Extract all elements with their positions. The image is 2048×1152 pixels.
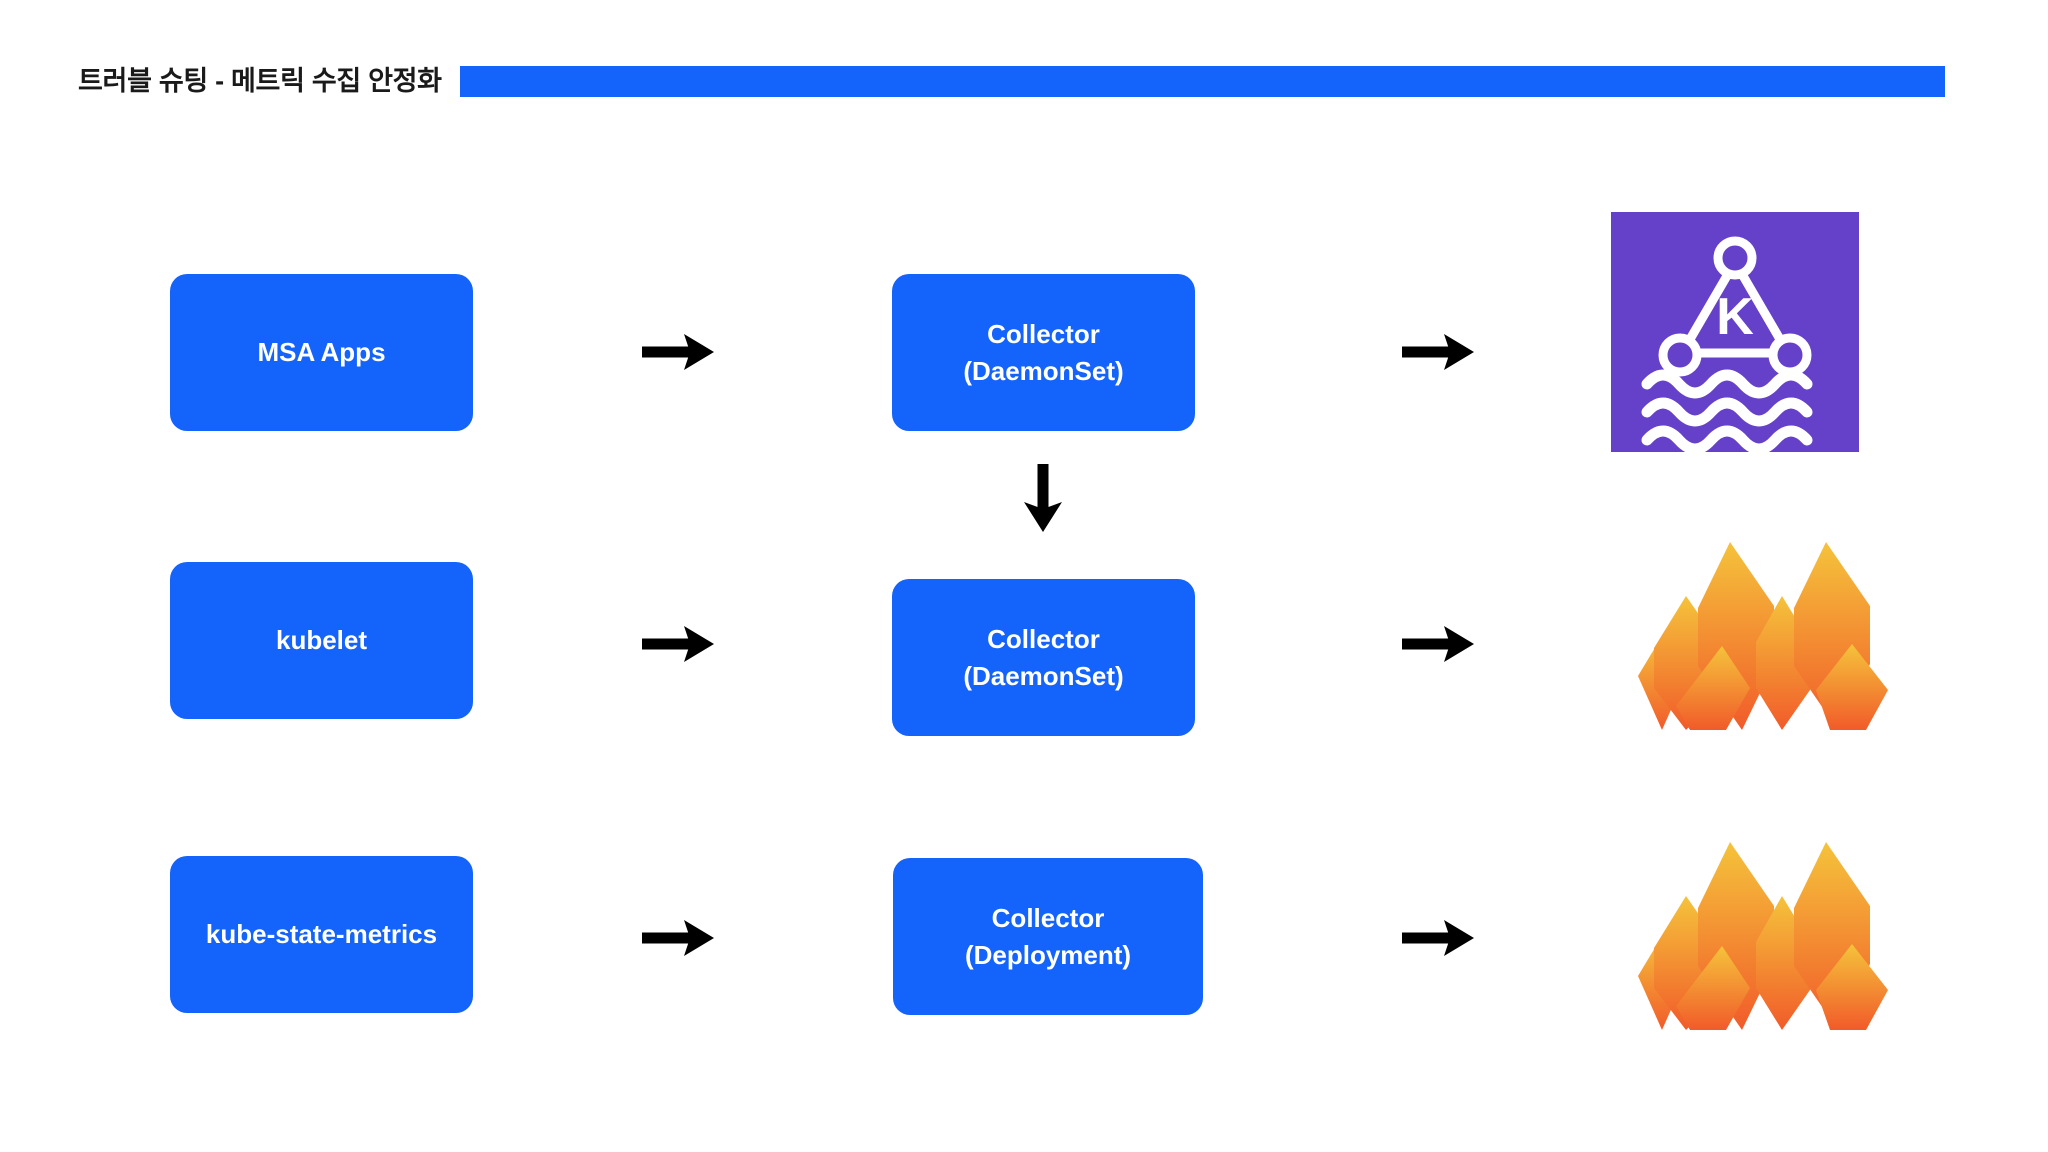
arrow-right-icon [1400,914,1478,962]
svg-text:K: K [1716,288,1754,346]
source-node-kubelet[interactable]: kubelet [170,562,473,719]
arrow-right-icon [640,914,718,962]
arrow-down-icon [1019,462,1067,534]
arrow-right-icon [640,620,718,668]
arrow-right-icon [640,328,718,376]
collector-node-daemonset-1[interactable]: Collector (DaemonSet) [892,274,1195,431]
header-accent-bar [459,65,1945,97]
page-title: 트러블 슈팅 - 메트릭 수집 안정화 [78,65,442,96]
grafana-logo-icon [1630,538,1898,738]
page-header: 트러블 슈팅 - 메트릭 수집 안정화 [0,55,2048,107]
collector-node-deployment[interactable]: Collector (Deployment) [893,858,1203,1015]
arrow-right-icon [1400,620,1478,668]
source-node-msa-apps[interactable]: MSA Apps [170,274,473,431]
kafka-logo-icon: K [1611,212,1859,452]
source-node-kube-state-metrics[interactable]: kube-state-metrics [170,856,473,1013]
grafana-logo-icon [1630,838,1898,1038]
collector-node-daemonset-2[interactable]: Collector (DaemonSet) [892,579,1195,736]
arrow-right-icon [1400,328,1478,376]
